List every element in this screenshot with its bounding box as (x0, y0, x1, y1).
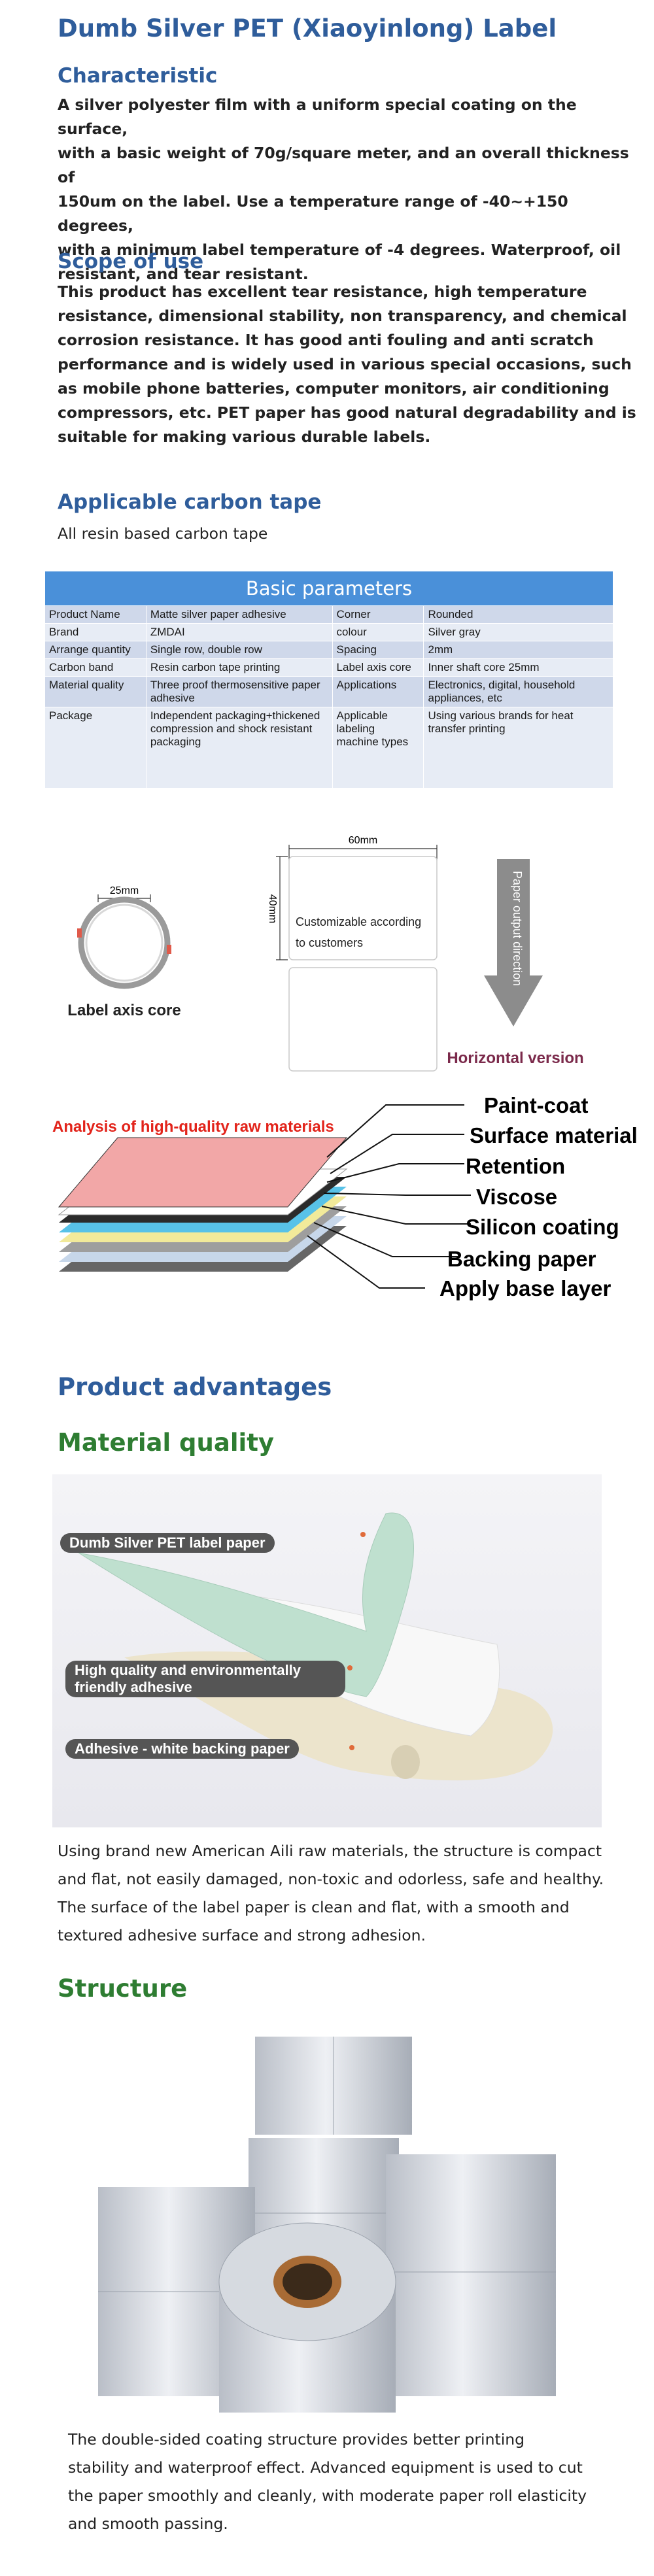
core-caption: Label axis core (67, 1002, 181, 1019)
direction-text: Paper output direction (511, 871, 524, 986)
adhesive-label: High quality and environmentally friendl… (65, 1661, 345, 1697)
layers-caption: Analysis of high-quality raw materials (52, 1118, 334, 1136)
layer-label: Apply base layer (439, 1276, 611, 1300)
layer-label: Retention (466, 1154, 565, 1178)
page-title: Dumb Silver PET (Xiaoyinlong) Label (58, 14, 557, 42)
layer-label: Silicon coating (466, 1215, 619, 1239)
customizable-text-2: to customers (296, 936, 363, 949)
label-axis-core-illustration: 25mm Label axis core (67, 885, 181, 1019)
customizable-text-1: Customizable according (296, 915, 421, 928)
structure-text: The double-sided coating structure provi… (68, 2430, 587, 2533)
height-label: 40mm (267, 894, 278, 923)
dimension-diagram: 25mm Label axis core 60mm 40mm Customiza… (67, 835, 584, 1072)
characteristic-heading: Characteristic (58, 64, 218, 88)
layer-label: Backing paper (447, 1247, 596, 1271)
material-text: Using brand new American Aili raw materi… (58, 1842, 604, 1944)
material-layers-image (52, 1474, 602, 1827)
paper-output-direction-arrow: Paper output direction (484, 859, 543, 1026)
characteristic-text: A silver polyester film with a uniform s… (58, 95, 629, 283)
label-rolls-image (98, 2037, 556, 2413)
structure-heading: Structure (58, 1974, 188, 2003)
parameters-title: Basic parameters (44, 571, 613, 606)
scope-text: This product has excellent tear resistan… (58, 282, 636, 446)
core-size-label: 25mm (110, 885, 139, 896)
carbon-text: All resin based carbon tape (58, 524, 268, 543)
leader-lines (307, 1104, 471, 1289)
layers-diagram: Paint-coat Surface material Retention Vi… (58, 1093, 638, 1300)
layer-label: Paint-coat (484, 1093, 589, 1117)
scope-heading: Scope of use (58, 250, 204, 273)
layer-label: Viscose (476, 1185, 557, 1209)
layer-stack (58, 1137, 348, 1272)
advantages-heading: Product advantages (58, 1373, 332, 1401)
width-label: 60mm (349, 835, 377, 846)
orientation-caption: Horizontal version (447, 1049, 583, 1067)
layer-labels: Paint-coat Surface material Retention Vi… (439, 1093, 638, 1300)
pet-paper-label: Dumb Silver PET label paper (60, 1533, 275, 1553)
layer-label: Surface material (470, 1123, 638, 1147)
label-size-illustration: 60mm 40mm Customizable according to cust… (267, 835, 438, 1072)
carbon-heading: Applicable carbon tape (58, 490, 322, 514)
material-heading: Material quality (58, 1429, 274, 1457)
backing-paper-label: Adhesive - white backing paper (65, 1739, 299, 1759)
